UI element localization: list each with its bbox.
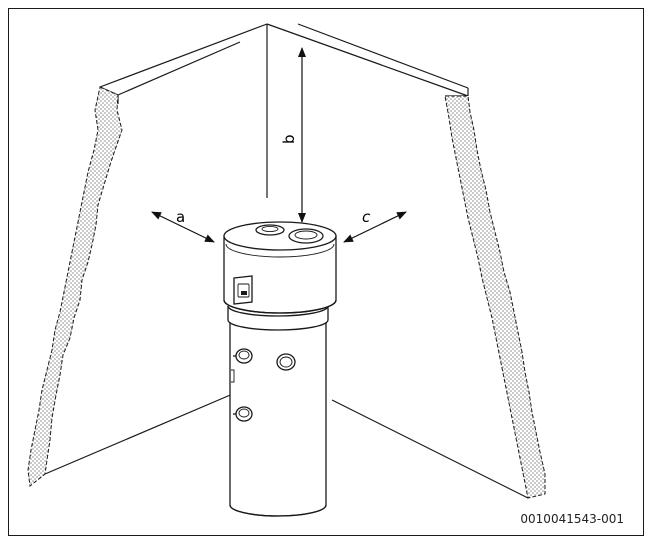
right-wall-top-edge (266, 23, 469, 97)
right-floor-line (331, 399, 529, 499)
left-wall-top-edge (99, 23, 268, 88)
left-wall-texture (27, 86, 123, 487)
dimension-c-arrow (343, 211, 407, 243)
water-heater-unit (223, 221, 337, 517)
dimension-arrows (151, 47, 407, 243)
right-wall-texture (444, 95, 546, 499)
dimension-a-arrow (151, 211, 215, 243)
dimension-a-label: a (176, 208, 185, 226)
left-floor-line (44, 392, 236, 475)
dimension-c-label: c (362, 208, 371, 226)
figure-code: 0010041543-001 (520, 512, 624, 526)
dimension-b-label: b (280, 134, 298, 144)
